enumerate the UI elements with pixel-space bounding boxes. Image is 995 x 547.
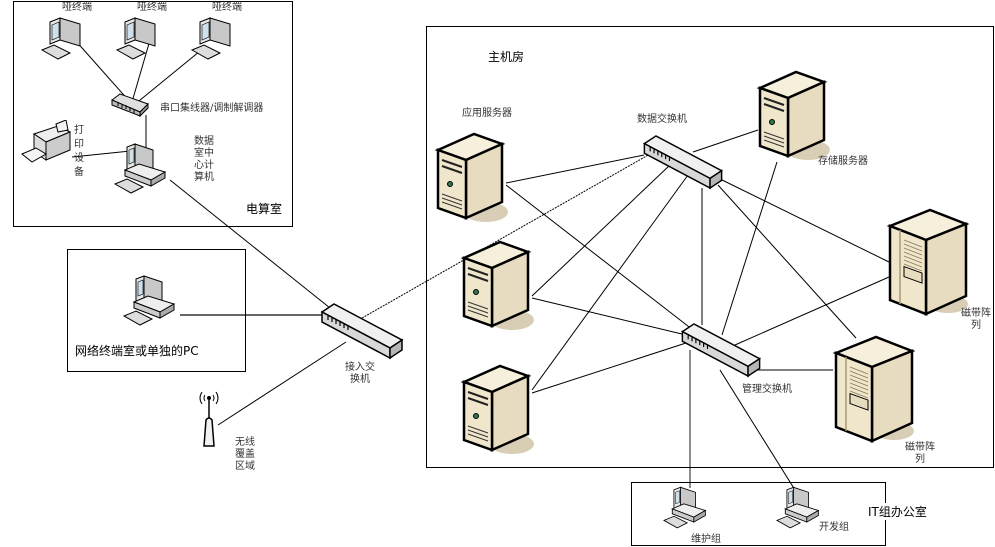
link-app2-mgmtswitch <box>531 297 687 336</box>
app-server-2-icon <box>460 238 536 338</box>
link-mgmtswitch-tape1 <box>734 276 890 346</box>
computer-room-box <box>13 1 293 227</box>
printer-label: 打印设备 <box>74 125 84 178</box>
storage-server-label: 存储服务器 <box>818 156 868 167</box>
app-server-label: 应用服务器 <box>462 108 512 119</box>
mgmt-switch-icon <box>680 323 762 378</box>
link-wireless-access <box>217 341 347 426</box>
data-center-pc-icon <box>113 143 167 194</box>
access-switch-icon <box>320 303 404 360</box>
link-app3-mgmtswitch <box>531 342 687 394</box>
maintenance-group-label: 维护组 <box>691 534 721 545</box>
dumb-terminal-3-icon <box>190 17 231 60</box>
data-switch-icon <box>642 135 724 190</box>
link-terminal1-hub <box>74 39 131 103</box>
host-room-box <box>426 26 994 468</box>
mgmt-switch-label: 管理交换机 <box>742 384 792 395</box>
data-center-pc-label: 数据室中心计算机 <box>194 136 214 183</box>
dev-pc-icon <box>776 486 820 529</box>
network-pc-icon <box>122 275 176 326</box>
app-server-3-icon <box>460 362 536 462</box>
link-app3-dataswitch <box>531 174 689 391</box>
link-terminal2-hub <box>131 39 151 103</box>
storage-server-icon <box>756 68 832 168</box>
serial-hub-icon <box>111 93 149 118</box>
link-app1-dataswitch <box>505 154 645 184</box>
access-switch-label: 接入交换机 <box>345 362 375 385</box>
dumb-terminal-1-label: 哑终端 <box>62 2 92 13</box>
link-dataswitch-storage <box>692 129 759 153</box>
app-server-1-icon <box>434 130 510 230</box>
link-terminal3-hub <box>133 46 206 106</box>
tape-array-2-label: 磁带阵列 <box>905 442 935 465</box>
link-access-dataswitch <box>361 153 651 319</box>
tape-array-1-icon <box>886 206 970 322</box>
link-app2-dataswitch <box>531 164 671 297</box>
tape-array-1-label: 磁带阵列 <box>961 308 991 331</box>
terminal-room-label: 网络终端室或单独的PC <box>75 344 199 358</box>
dumb-terminal-1-icon <box>40 17 81 60</box>
dumb-terminal-3-label: 哑终端 <box>212 2 242 13</box>
dev-group-label: 开发组 <box>819 522 849 533</box>
wireless-antenna-icon <box>199 391 219 447</box>
link-app1-mgmtswitch <box>505 184 694 331</box>
it-office-label: IT组办公室 <box>866 503 929 520</box>
link-datacenter-access <box>169 179 331 309</box>
tape-array-2-icon <box>832 333 916 449</box>
link-dataswitch-tape1 <box>717 177 890 263</box>
printer-icon <box>21 120 72 163</box>
link-storage-mgmtswitch <box>721 161 778 336</box>
link-dataswitch-tape2 <box>717 184 857 339</box>
wireless-label: 无线覆盖区域 <box>235 437 255 472</box>
terminal-room-box <box>67 249 246 372</box>
serial-hub-label: 串口集线器/调制解调器 <box>160 103 264 114</box>
computer-room-label: 电算室 <box>246 202 283 216</box>
link-mgmtswitch-dev <box>719 369 796 491</box>
host-room-label: 主机房 <box>488 50 525 64</box>
dumb-terminal-2-icon <box>115 17 156 60</box>
dumb-terminal-2-label: 哑终端 <box>137 2 167 13</box>
maintenance-pc-icon <box>663 486 707 529</box>
data-switch-label: 数据交换机 <box>637 114 687 125</box>
